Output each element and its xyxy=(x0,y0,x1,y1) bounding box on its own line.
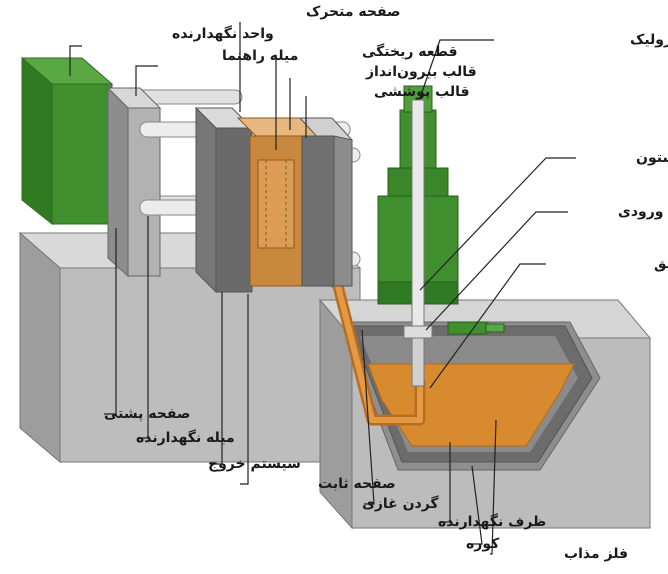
labels: واحد نگهدارنده میله راهنما صفحه متحرک قط… xyxy=(104,4,668,562)
label-gooseneck: گردن غازی xyxy=(362,495,439,512)
label-ejection-system: سیستم خروج xyxy=(208,456,301,472)
moving-platen xyxy=(194,106,254,294)
label-molten-metal: فلز مذاب xyxy=(564,546,628,562)
machine-base-left xyxy=(18,231,362,464)
label-holding-pot: ظرف نگهدارنده xyxy=(438,513,546,530)
label-inlet: ورودی xyxy=(618,204,663,220)
label-rear-platen: صفحه پشتی xyxy=(104,406,190,422)
label-clamping-unit: واحد نگهدارنده xyxy=(172,25,274,42)
label-shot-chamber: محفظه تزریق xyxy=(654,256,668,272)
label-tie-bar: میله راهنما xyxy=(222,48,298,64)
label-hydraulic-cylinder: سیلندر هیدرولیک xyxy=(630,32,668,48)
label-casting: قطعه ریختگی xyxy=(362,43,458,60)
label-plunger: پیستون xyxy=(636,150,668,166)
label-furnace: کوره xyxy=(466,536,500,552)
die-block xyxy=(236,117,354,287)
clamping-unit-block xyxy=(20,56,114,226)
label-moving-platen: صفحه متحرک xyxy=(306,4,401,20)
label-ejector-die: قالب بیرون‌انداز xyxy=(365,64,477,80)
leader-lines xyxy=(69,22,576,555)
label-cover-die: قالب پوششی xyxy=(374,84,470,100)
label-fixed-platen: صفحه ثابت xyxy=(318,476,396,492)
label-tie-bar-2: میله نگهدارنده xyxy=(136,429,235,446)
hydraulic-cylinder xyxy=(377,85,505,387)
